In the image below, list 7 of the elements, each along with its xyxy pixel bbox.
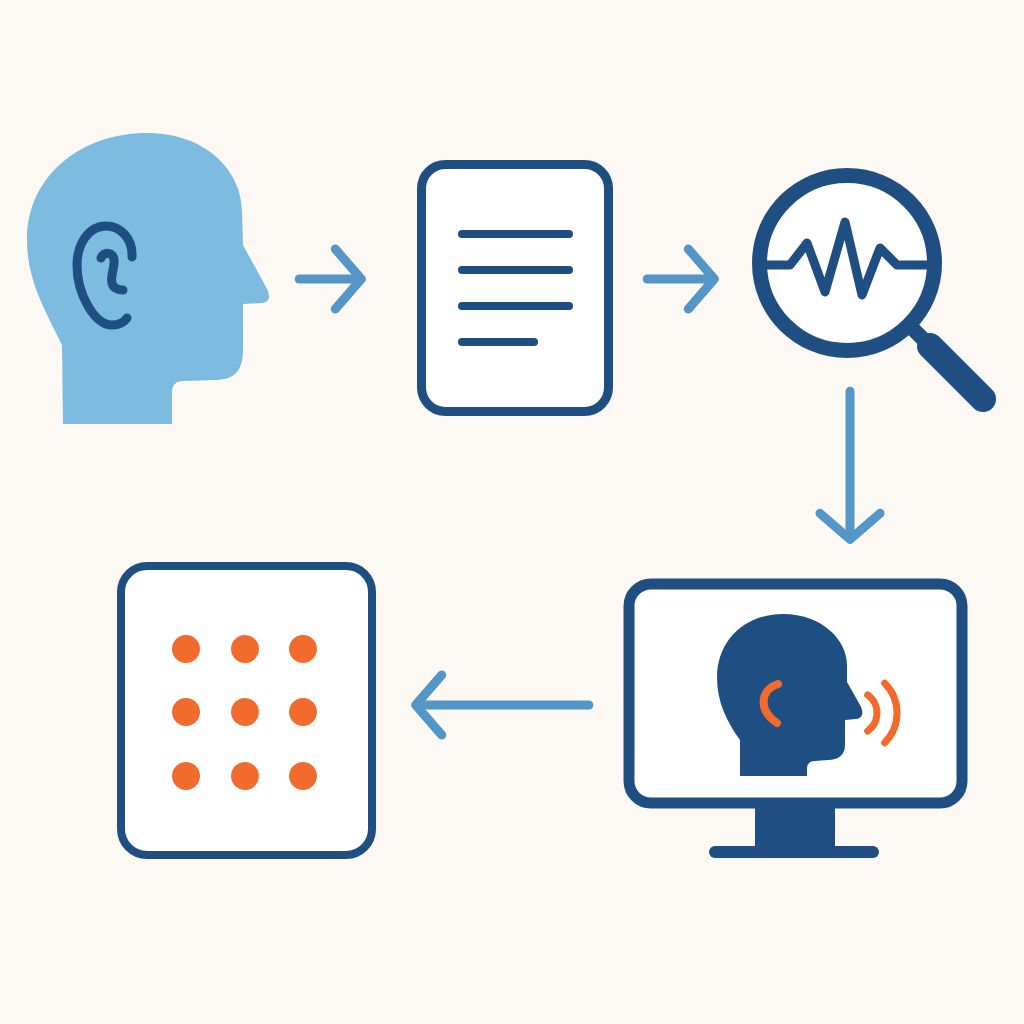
arrow xyxy=(411,670,594,740)
monitor-icon xyxy=(623,578,968,858)
magnifier-icon xyxy=(752,168,996,412)
document-icon xyxy=(417,160,613,416)
arrow xyxy=(815,386,885,544)
dot-grid-panel xyxy=(117,562,376,859)
person-silhouette xyxy=(27,133,270,424)
